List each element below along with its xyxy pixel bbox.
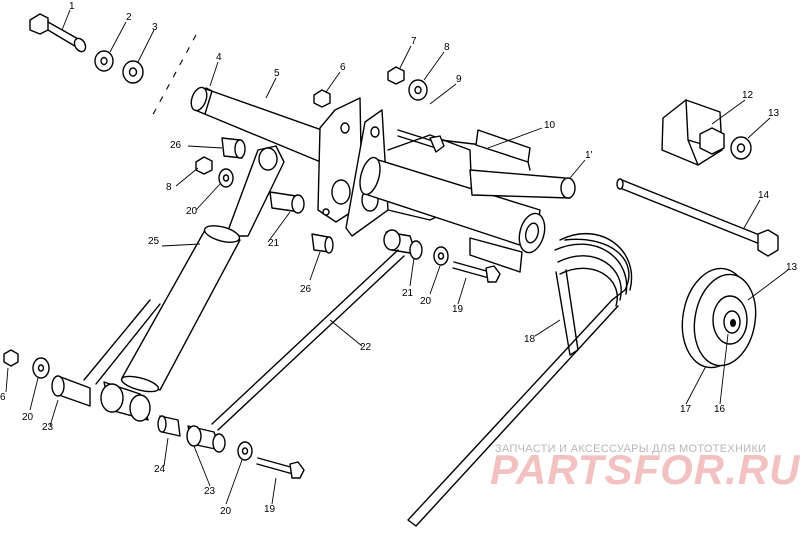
callout-5: 5 [274,68,280,79]
watermark-logo: PARTSFOR.RU [490,446,800,493]
callout-20-left: 20 [186,206,198,217]
callout-23-left: 23 [42,422,54,433]
part-17-idler-wheel [681,267,757,369]
part-10-tube [359,156,576,273]
callout-8-top: 8 [444,42,450,53]
part-26-bushing-lower [311,233,334,254]
callout-6-left: 6 [0,392,6,403]
callout-13-top: 13 [768,108,780,119]
callout-12: 12 [742,90,754,101]
part-25-shock-absorber [83,225,241,393]
callout-20-bottom: 20 [220,506,232,517]
part-5-cross-shaft [190,86,351,171]
part-18-torsion-spring [407,233,633,527]
callout-2: 2 [126,12,132,23]
part-8-nut-left [195,156,213,175]
part-12-block [661,99,725,166]
part-1-bolt [29,13,87,53]
part-19-bolt-mid [452,261,501,283]
part-7-nut [387,66,405,85]
part-14-long-bolt [616,178,779,257]
callout-21-left: 21 [268,238,280,249]
callout-labels: 1 2 3 4 5 6 7 8 9 10 1' 12 13 14 13 26 8… [0,1,798,517]
callout-23-bottom: 23 [204,486,216,497]
part-26-bushing-upper [221,137,246,159]
callout-14: 14 [758,190,770,201]
upper-link-arm [225,145,305,237]
callout-26-mid: 26 [300,284,312,295]
callout-1-prime: 1' [585,150,593,161]
callout-19-mid: 19 [452,304,464,315]
leader-lines [5,9,789,505]
callout-9: 9 [456,74,462,85]
part-2-washer [94,50,114,72]
part-6-nut-top [313,89,331,108]
axis-line [149,34,197,121]
part-19-bolt-bottom [256,457,305,479]
callout-8-left: 8 [166,182,172,193]
callout-13-wheel: 13 [786,262,798,273]
callout-16: 16 [714,404,726,415]
part-22-link-rod [186,229,423,453]
part-20-washer-bottom-left [32,357,50,379]
part-23-end-left [51,375,91,407]
shock-lower-eye [100,381,151,422]
callout-4: 4 [216,52,222,63]
callout-24: 24 [154,464,166,475]
callout-18: 18 [524,334,536,345]
part-8-washer-top [408,79,428,101]
watermark-tagline: ЗАПЧАСТИ И АКСЕССУАРЫ ДЛЯ МОТОТЕХНИКИ [495,443,766,455]
callout-10: 10 [544,120,556,131]
callout-26-top: 26 [170,140,182,151]
part-20-washer-bottom [237,441,253,461]
callout-3: 3 [152,22,158,33]
callout-1: 1 [69,1,75,12]
part-20-washer-left [218,168,234,188]
part-6-nut-left [3,349,19,367]
part-24-bushing [157,415,181,437]
callout-6-top: 6 [340,62,346,73]
part-3-washer [122,60,144,84]
callout-19-bottom: 19 [264,504,276,515]
part-20-washer-mid [433,246,449,266]
part-13-washer-top [730,136,752,160]
callout-20-mid: 20 [420,296,432,307]
callout-17: 17 [680,404,692,415]
callout-21-mid: 21 [402,288,414,299]
callout-7: 7 [411,36,417,47]
watermark: ЗАПЧАСТИ И АКСЕССУАРЫ ДЛЯ МОТОТЕХНИКИ PA… [490,443,800,493]
callout-25: 25 [148,236,160,247]
callout-22: 22 [360,342,372,353]
callout-20-bottom-left: 20 [22,412,34,423]
part-9-bolt [397,129,445,153]
